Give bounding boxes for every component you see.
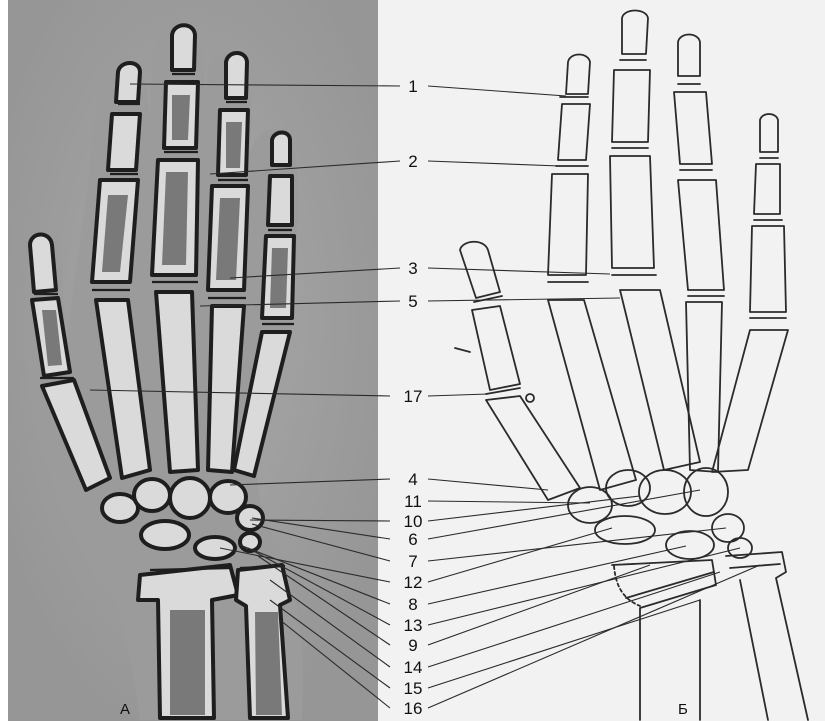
callout-label-15: 15 (404, 679, 423, 698)
callout-label-8: 8 (408, 595, 417, 614)
panel-label-a: А (120, 701, 130, 718)
callout-label-13: 13 (404, 616, 423, 635)
callout-label-2: 2 (408, 152, 417, 171)
callout-label-12: 12 (404, 573, 423, 592)
callout-label-17: 17 (404, 387, 423, 406)
forearm-bones-xray (138, 565, 290, 718)
callout-label-7: 7 (408, 552, 417, 571)
callout-label-4: 4 (408, 470, 417, 489)
callout-label-3: 3 (408, 259, 417, 278)
callout-label-5: 5 (408, 292, 417, 311)
panel-a-xray (8, 0, 378, 721)
callout-label-6: 6 (408, 530, 417, 549)
callout-label-11: 11 (404, 492, 422, 511)
panel-b-drawing (378, 0, 825, 721)
callout-label-1: 1 (408, 77, 417, 96)
callout-label-16: 16 (404, 699, 423, 718)
callout-label-9: 9 (408, 636, 417, 655)
panel-label-b: Б (678, 701, 688, 718)
callout-label-14: 14 (404, 658, 423, 677)
callout-label-10: 10 (404, 512, 423, 531)
